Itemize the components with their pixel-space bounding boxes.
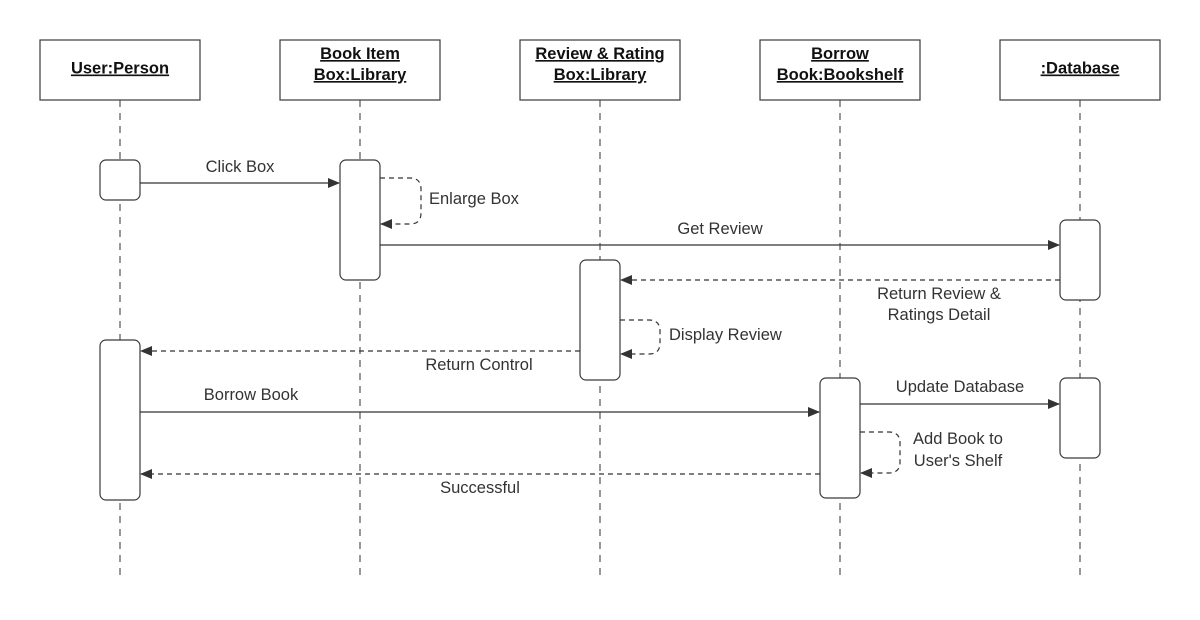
participant-user: User:Person — [39, 39, 201, 101]
activation-user-1 — [99, 159, 141, 201]
activation-borrow-1 — [819, 377, 861, 499]
participant-database-label: :Database — [1041, 60, 1120, 78]
message-display-review-label: Display Review — [669, 326, 782, 344]
message-successful-label: Successful — [440, 479, 520, 497]
participant-borrow-label-line1: Borrow — [811, 45, 869, 63]
message-enlarge-box-arrow — [380, 177, 422, 229]
message-add-book-label-line2: User's Shelf — [914, 452, 1003, 470]
message-get-review-label: Get Review — [677, 220, 762, 238]
activation-review-1 — [579, 259, 621, 381]
activation-book-item-1 — [339, 159, 381, 281]
participant-book-item-box: Book Item Box:Library — [279, 39, 441, 101]
participant-book-label-line1: Book Item — [320, 45, 400, 63]
message-click-box-label: Click Box — [206, 158, 276, 176]
participant-review-label-line1: Review & Rating — [535, 45, 664, 63]
activation-user-2 — [99, 339, 141, 501]
message-borrow-book-label: Borrow Book — [204, 386, 299, 404]
message-add-book-label-line1: Add Book to — [913, 430, 1003, 448]
message-enlarge-box-label: Enlarge Box — [429, 190, 520, 208]
message-update-database-label: Update Database — [896, 378, 1024, 396]
message-add-book-arrow — [860, 431, 901, 478]
participant-review-label-line2: Box:Library — [554, 66, 647, 84]
message-return-review-label-line1: Return Review & — [877, 285, 1001, 303]
participant-user-label: User:Person — [71, 60, 169, 78]
participant-review-rating-box: Review & Rating Box:Library — [519, 39, 681, 101]
participant-borrow-book: Borrow Book:Bookshelf — [759, 39, 921, 101]
message-display-review-arrow — [620, 319, 661, 359]
activation-database-1 — [1059, 219, 1101, 301]
participant-database: :Database — [999, 39, 1161, 101]
participant-borrow-label-line2: Book:Bookshelf — [777, 66, 904, 84]
activation-database-2 — [1059, 377, 1101, 459]
message-return-control-label: Return Control — [425, 356, 532, 374]
message-return-review-label-line2: Ratings Detail — [888, 306, 991, 324]
participant-book-label-line2: Box:Library — [314, 66, 407, 84]
